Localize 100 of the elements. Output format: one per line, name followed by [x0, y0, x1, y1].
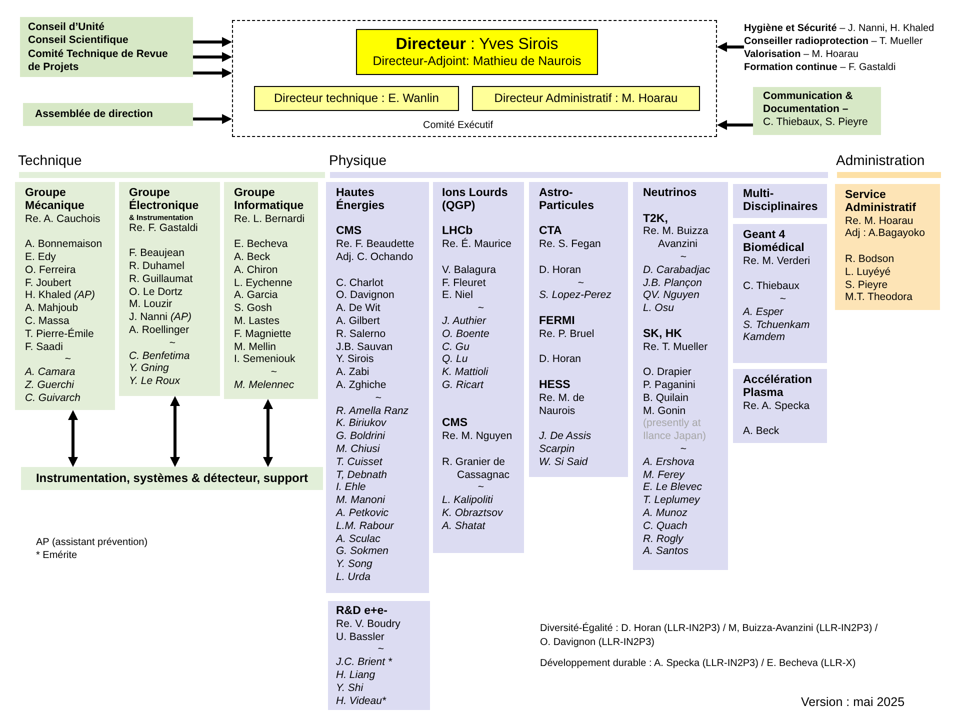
member-name: E. Edy	[25, 250, 56, 264]
member-name: L. Urda	[336, 570, 370, 584]
member-name: L. Kalipoliti	[442, 494, 493, 507]
arrow	[717, 120, 753, 130]
member-name: M. Lastes	[234, 314, 280, 328]
support-banner	[21, 467, 323, 490]
group-panel	[733, 224, 827, 363]
team-title: HESS	[539, 378, 570, 392]
member-name: Y. Song	[336, 558, 372, 571]
tilde-separator: ~	[169, 336, 176, 350]
arrow	[717, 42, 744, 52]
member-name: B. Quilain	[643, 392, 689, 405]
member-name: A. Esper	[743, 306, 784, 319]
member-name: Q. Lu	[442, 353, 468, 366]
team-title: CTA	[539, 225, 562, 238]
member-name: A. Zghiche	[336, 378, 386, 392]
arrow	[170, 396, 180, 467]
arrow	[263, 399, 273, 467]
member-name: U. Bassler	[336, 630, 384, 644]
member-name: J. Nanni (AP)	[129, 311, 192, 324]
member-name: A. Beck	[234, 250, 270, 264]
member-name: R. Duhamel	[129, 260, 184, 273]
group-panel	[733, 184, 827, 218]
member-name: R. Guillaumat	[129, 272, 193, 286]
member-name: C. Guivarch	[25, 392, 80, 405]
member-name: I. Semeniouk	[234, 353, 296, 366]
member-names: C. Thiebaux, S. Pieyre	[763, 116, 868, 129]
member-name: M. Louzir	[129, 298, 172, 312]
member-name: S. Tchuenkam Kamdem	[743, 318, 811, 344]
unit-box	[753, 87, 881, 135]
member-name: O. Drapier	[643, 366, 692, 379]
member-name: T. Cuisset	[336, 456, 382, 469]
member-name: C. Thiebaux	[743, 280, 800, 293]
group-panel	[733, 369, 827, 443]
tilde-separator: ~	[478, 481, 484, 494]
note-text: (presently at Ilance Japan)	[643, 417, 708, 443]
member-name: M. Gonin	[643, 404, 686, 418]
section-heading: Physique	[328, 152, 387, 168]
member-name: A. Zabi	[336, 366, 370, 379]
member-name: A. Beck	[743, 425, 780, 438]
group-panel	[633, 182, 728, 570]
member-name: A. Petkovic	[336, 506, 389, 520]
member-name: Y. Le Roux	[129, 375, 180, 388]
member-name: F. Beaujean	[129, 247, 184, 260]
member-name: Re. A. Cauchois	[25, 212, 100, 226]
member-name: H. Khaled (AP)	[25, 289, 96, 302]
member-name: H. Videau*	[336, 694, 386, 708]
member-name: F. Magniette	[234, 328, 292, 341]
arrow	[68, 410, 78, 467]
member-name: K. Biriukov	[336, 417, 386, 430]
group-title: Service Administratif	[845, 189, 917, 215]
member-name: D. Horan	[539, 264, 582, 277]
group-panel	[835, 184, 940, 310]
council-name: Comité Technique de Revue de Projets	[28, 48, 169, 74]
mission-line: Valorisation – M. Hoarau	[744, 48, 858, 61]
tilde-separator: ~	[478, 302, 484, 315]
member-name: M. Manoni	[336, 494, 386, 507]
member-name: R. Rogly	[643, 532, 684, 546]
director-box	[356, 29, 598, 75]
team-title: FERMI	[539, 314, 575, 328]
section-heading: Administration	[835, 152, 925, 168]
member-name: G. Sokmen	[336, 545, 389, 558]
member-name: O. Ferreira	[25, 264, 76, 277]
member-name: Re. T. Mueller	[643, 340, 708, 354]
member-name: G. Ricart	[442, 378, 484, 392]
group-title: Geant 4 Biomédical	[743, 229, 806, 255]
member-name: L.M. Rabour	[336, 520, 394, 533]
team-title: LHCb	[442, 225, 473, 238]
member-name: L. Osu	[643, 302, 674, 315]
member-name: A. Chiron	[234, 264, 278, 277]
member-name: T. Pierre-Émile	[25, 328, 94, 341]
member-name: T, Debnath	[336, 468, 387, 482]
deputy-director: Directeur-Adjoint: Mathieu de Naurois	[372, 54, 582, 68]
member-name: QV. Nguyen	[643, 289, 700, 302]
group-title: Ions Lourds (QGP)	[442, 187, 509, 213]
director-role: Directeur Administratif : M. Hoarau	[494, 90, 678, 107]
group-panel	[119, 182, 220, 396]
member-name: J. De Assis Scarpin	[539, 430, 592, 456]
director-role-box	[472, 86, 700, 111]
member-name: R. Bodson	[845, 252, 894, 266]
member-name: Re. V. Boudry	[336, 618, 400, 631]
member-name: P. Paganini	[643, 378, 696, 392]
group-panel	[15, 182, 115, 410]
member-name: A. Gilbert	[336, 314, 380, 328]
section-heading: Technique	[17, 152, 82, 168]
member-name: A. Roellinger	[129, 324, 190, 337]
member-name: Re. É. Maurice	[442, 238, 512, 251]
member-name: A. Garcia	[234, 289, 278, 302]
team-title: SK, HK	[643, 328, 682, 341]
member-name: Y. Shi	[336, 682, 364, 695]
director-role: Directeur technique : E. Wanlin	[274, 90, 439, 107]
member-name: H. Liang	[336, 668, 376, 682]
member-name: F. Fleuret	[442, 276, 486, 290]
member-name: I. Ehle	[336, 481, 366, 494]
member-name: Re. M. Buizza Avanzini	[643, 225, 710, 251]
member-name: A. Santos	[643, 545, 689, 558]
member-name: M.T. Theodora	[845, 291, 913, 304]
member-name: Re. L. Bernardi	[234, 212, 305, 226]
member-name: W. Si Said	[539, 456, 588, 469]
member-name: Re. M. de Naurois	[539, 392, 586, 418]
